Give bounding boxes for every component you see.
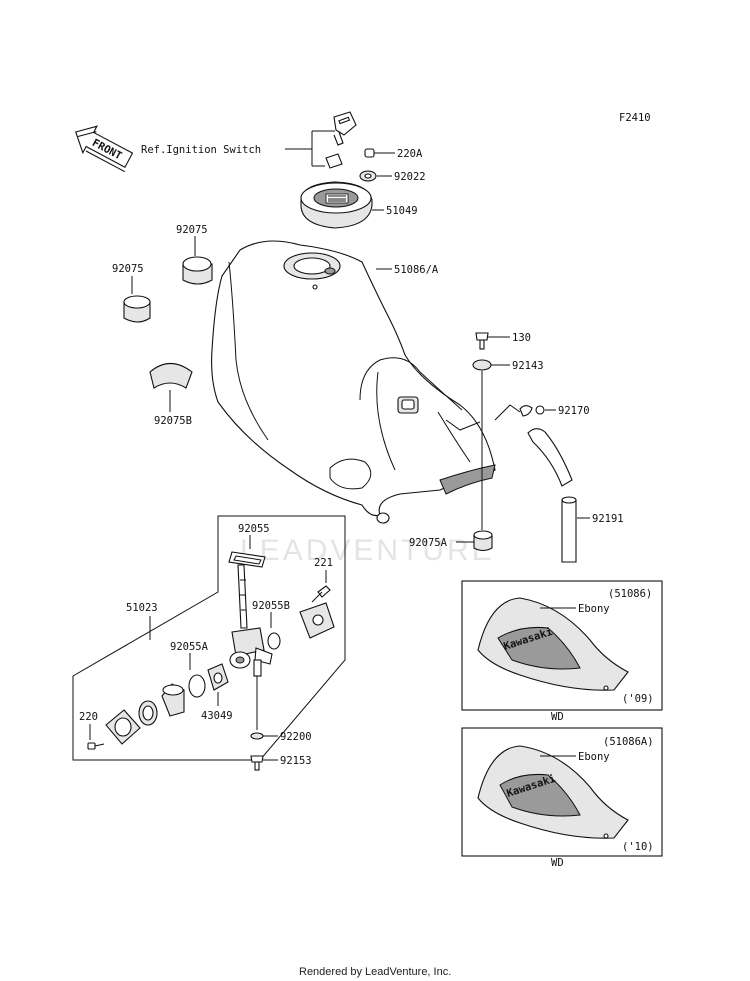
label-92200: 92200: [280, 731, 312, 743]
o-ring-92055b: [267, 632, 281, 650]
label-92191: 92191: [592, 513, 624, 525]
fuel-cock-body: [229, 627, 273, 730]
screw-221: [311, 585, 331, 603]
grommet-92075a: [473, 530, 493, 552]
damper-92075-top: [182, 256, 213, 285]
inset-top-color: Ebony: [578, 603, 610, 615]
damper-92075-left: [123, 295, 151, 323]
label-92075-top: 92075: [176, 224, 208, 236]
label-221: 221: [314, 557, 333, 569]
o-ring-92055a: [188, 674, 206, 698]
label-92075a: 92075A: [409, 537, 448, 549]
damper-92075b: [149, 362, 193, 389]
footer-credit: Rendered by LeadVenture, Inc.: [299, 966, 451, 978]
label-92055: 92055: [238, 523, 270, 535]
fuel-cap-51049: [300, 181, 373, 229]
watermark-text: LEADVENTURE: [240, 534, 495, 567]
collar-92143: [472, 359, 492, 371]
label-92075-left: 92075: [112, 263, 144, 275]
bolt-130: [475, 332, 489, 350]
label-92170: 92170: [558, 405, 590, 417]
fuel-tank-51086a: [211, 240, 496, 524]
label-92143: 92143: [512, 360, 544, 372]
inset-top-part: (51086): [608, 588, 652, 600]
washer-92200: [250, 732, 264, 740]
label-92055a: 92055A: [170, 641, 209, 653]
label-92075b: 92075B: [154, 415, 192, 427]
inset-bottom-caption: WD: [551, 857, 564, 869]
fuel-cock-lever: [161, 683, 185, 717]
label-220a: 220A: [397, 148, 423, 160]
front-arrow-icon: FRONT: [75, 125, 134, 173]
screw-220: [87, 742, 105, 750]
screw-220a: [364, 148, 384, 158]
inset-top-caption: WD: [551, 711, 564, 723]
inset-51086a: (51086A) Kawasaki Ebony ('10): [461, 727, 663, 857]
bolt-92153: [250, 755, 264, 771]
label-51086a: 51086/A: [394, 264, 439, 276]
inset-51086: (51086) Kawasaki Ebony ('09): [461, 580, 663, 711]
packing-43049: [207, 663, 229, 691]
inset-top-year: ('09): [622, 693, 654, 705]
ref-ignition-note: Ref.Ignition Switch: [141, 144, 261, 156]
ignition-key-icon: [325, 111, 357, 169]
clamp-92170: [519, 405, 545, 417]
label-43049: 43049: [201, 710, 233, 722]
fuel-cock-assembly-frame: [72, 515, 346, 761]
label-130: 130: [512, 332, 531, 344]
label-51023: 51023: [126, 602, 158, 614]
fuel-cock-plate: [105, 709, 141, 745]
tube-92191: [561, 496, 577, 563]
figure-code: F2410: [619, 112, 651, 124]
gasket-92055: [228, 551, 266, 568]
inset-bottom-color: Ebony: [578, 751, 610, 763]
inset-bottom-part: (51086A): [603, 736, 654, 748]
cover-plate: [299, 602, 335, 639]
inset-bottom-year: ('10): [622, 841, 654, 853]
label-92055b: 92055B: [252, 600, 290, 612]
label-92153: 92153: [280, 755, 312, 767]
label-51049: 51049: [386, 205, 418, 217]
fuel-strainer: [237, 564, 248, 629]
label-220: 220: [79, 711, 98, 723]
watermark: LEADVENTURE: [240, 445, 495, 567]
fuel-cock-ring: [138, 700, 158, 726]
hose-bend: [527, 428, 573, 487]
label-92022: 92022: [394, 171, 426, 183]
